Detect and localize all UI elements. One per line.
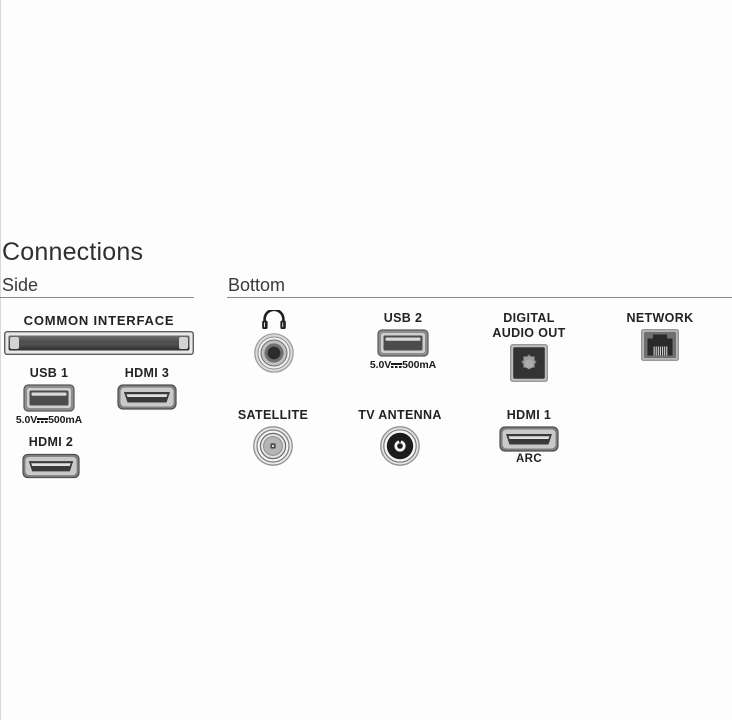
hdmi-port-icon: [499, 426, 559, 452]
coax-connector-icon: [380, 426, 420, 466]
port-label-tv-antenna: TV ANTENNA: [358, 408, 442, 422]
port-group-digital-audio-out: DIGITAL AUDIO OUT: [482, 311, 576, 382]
rj45-port-icon: [641, 329, 679, 361]
port-label-hdmi1: HDMI 1: [506, 408, 552, 422]
port-label-network: NETWORK: [626, 311, 694, 325]
headphones-icon: [262, 310, 286, 329]
port-group-common-interface: COMMON INTERFACE: [4, 313, 194, 355]
section-heading-bottom: Bottom: [228, 275, 286, 295]
port-group-hdmi3: HDMI 3: [106, 366, 188, 410]
section-rule-bottom: [227, 297, 732, 298]
power-suffix: 500mA: [402, 359, 437, 371]
port-sublabel-hdmi1-arc: ARC: [515, 453, 543, 465]
port-label-hdmi3: HDMI 3: [124, 366, 170, 380]
page-title: Connections: [2, 238, 144, 266]
port-group-satellite: SATELLITE: [230, 408, 316, 466]
port-group-hdmi2: HDMI 2: [12, 435, 90, 479]
port-label-digital-audio-out-line1: DIGITAL: [503, 311, 555, 325]
hdmi-port-icon: [22, 453, 80, 479]
section-heading-side: Side: [2, 275, 39, 295]
port-group-usb1: USB 1 5.0V 500mA: [8, 366, 90, 426]
dc-power-symbol-icon: [37, 415, 49, 424]
port-group-network: NETWORK: [614, 311, 706, 361]
hdmi-port-icon: [117, 384, 177, 410]
port-group-headphone: [246, 310, 302, 373]
ci-slot-icon: [4, 331, 194, 355]
scan-edge-line: [0, 0, 1, 720]
f-connector-icon: [253, 426, 293, 466]
power-suffix: 500mA: [48, 414, 83, 426]
port-power-usb2: 5.0V 500mA: [363, 359, 443, 371]
port-label-hdmi2: HDMI 2: [28, 435, 74, 449]
port-group-hdmi1: HDMI 1 ARC: [497, 408, 561, 465]
port-label-common-interface: COMMON INTERFACE: [23, 313, 175, 328]
port-label-usb1: USB 1: [29, 366, 69, 380]
port-group-tv-antenna: TV ANTENNA: [350, 408, 450, 466]
port-power-usb1: 5.0V 500mA: [8, 414, 90, 426]
power-prefix: 5.0V: [369, 359, 392, 371]
section-rule-side: [0, 297, 194, 298]
port-label-usb2: USB 2: [383, 311, 423, 325]
usb-port-icon: [377, 329, 429, 357]
headphone-jack-icon: [254, 333, 294, 373]
port-group-usb2: USB 2 5.0V 500mA: [363, 311, 443, 371]
dc-power-symbol-icon: [391, 360, 403, 369]
port-label-satellite: SATELLITE: [237, 408, 309, 422]
usb-port-icon: [23, 384, 75, 412]
optical-audio-port-icon: [510, 344, 548, 382]
port-label-digital-audio-out-line2: AUDIO OUT: [492, 326, 566, 340]
power-prefix: 5.0V: [15, 414, 38, 426]
